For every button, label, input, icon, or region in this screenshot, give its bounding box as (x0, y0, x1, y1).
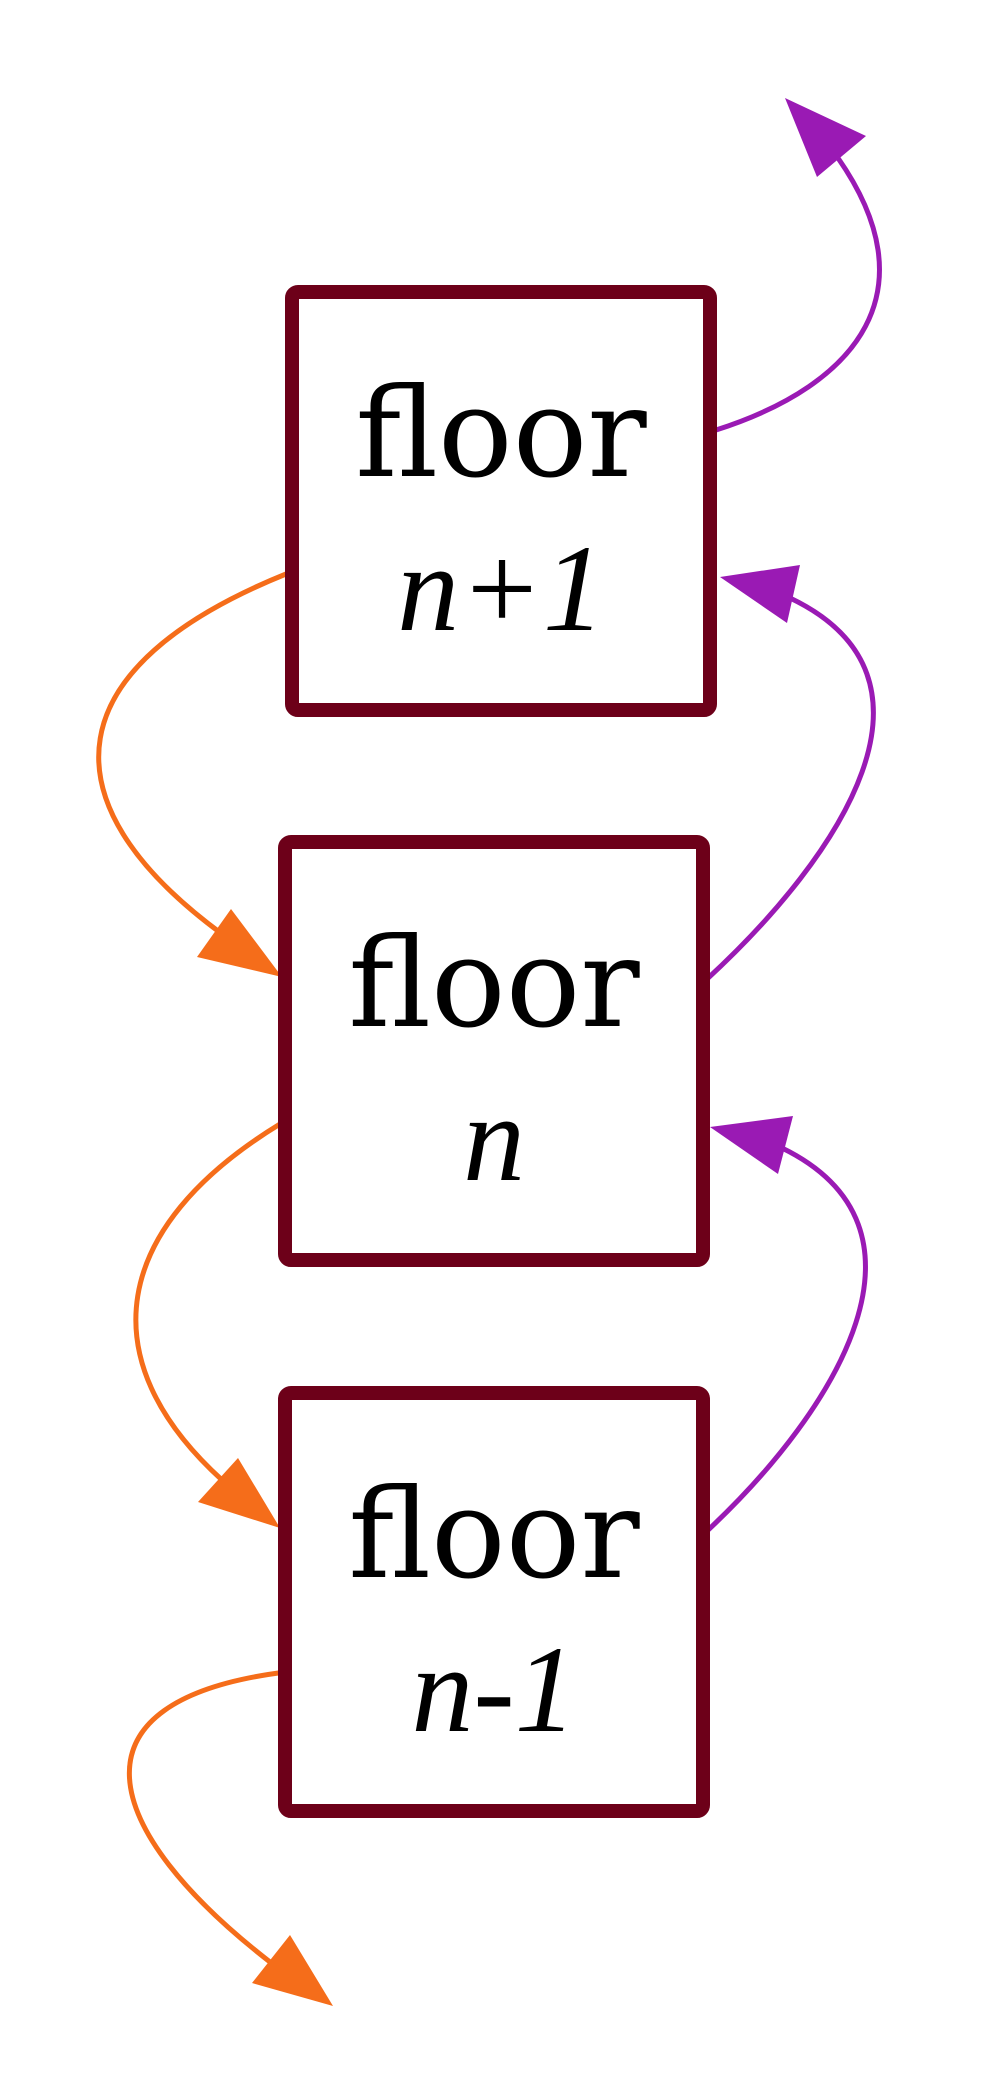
down-edge-n-1-to-below (126, 1669, 287, 1964)
up-edge-n+1-to-above (715, 156, 882, 433)
down-edge-n-to-n-1 (133, 1121, 282, 1482)
down-edges (96, 571, 333, 2006)
node-index: n-1 (411, 1621, 576, 1758)
node-index: n+1 (397, 520, 605, 657)
floor-node-n-1: floor n-1 (278, 1386, 710, 1818)
node-word: floor (348, 912, 640, 1056)
down-arrowhead-bottom (252, 1935, 333, 2006)
node-box (285, 285, 717, 717)
down-arrowhead-n-1 (198, 1458, 280, 1528)
down-arrowhead-n (197, 909, 282, 977)
node-word: floor (348, 1463, 640, 1607)
up-edge-n-1-to-n (704, 1145, 868, 1534)
up-arrowhead-top (785, 98, 866, 177)
down-edge-n+1-to-n (96, 571, 287, 937)
up-edge-n-to-n+1 (704, 595, 876, 982)
node-box (278, 835, 710, 1267)
up-arrowhead-n+1 (720, 565, 800, 623)
node-word: floor (355, 362, 647, 506)
node-index: n (463, 1070, 525, 1207)
up-edges (704, 98, 882, 1534)
floor-node-n: floor n (278, 835, 710, 1267)
up-arrowhead-n (710, 1116, 793, 1174)
floor-node-n+1: floor n+1 (285, 285, 717, 717)
node-box (278, 1386, 710, 1818)
